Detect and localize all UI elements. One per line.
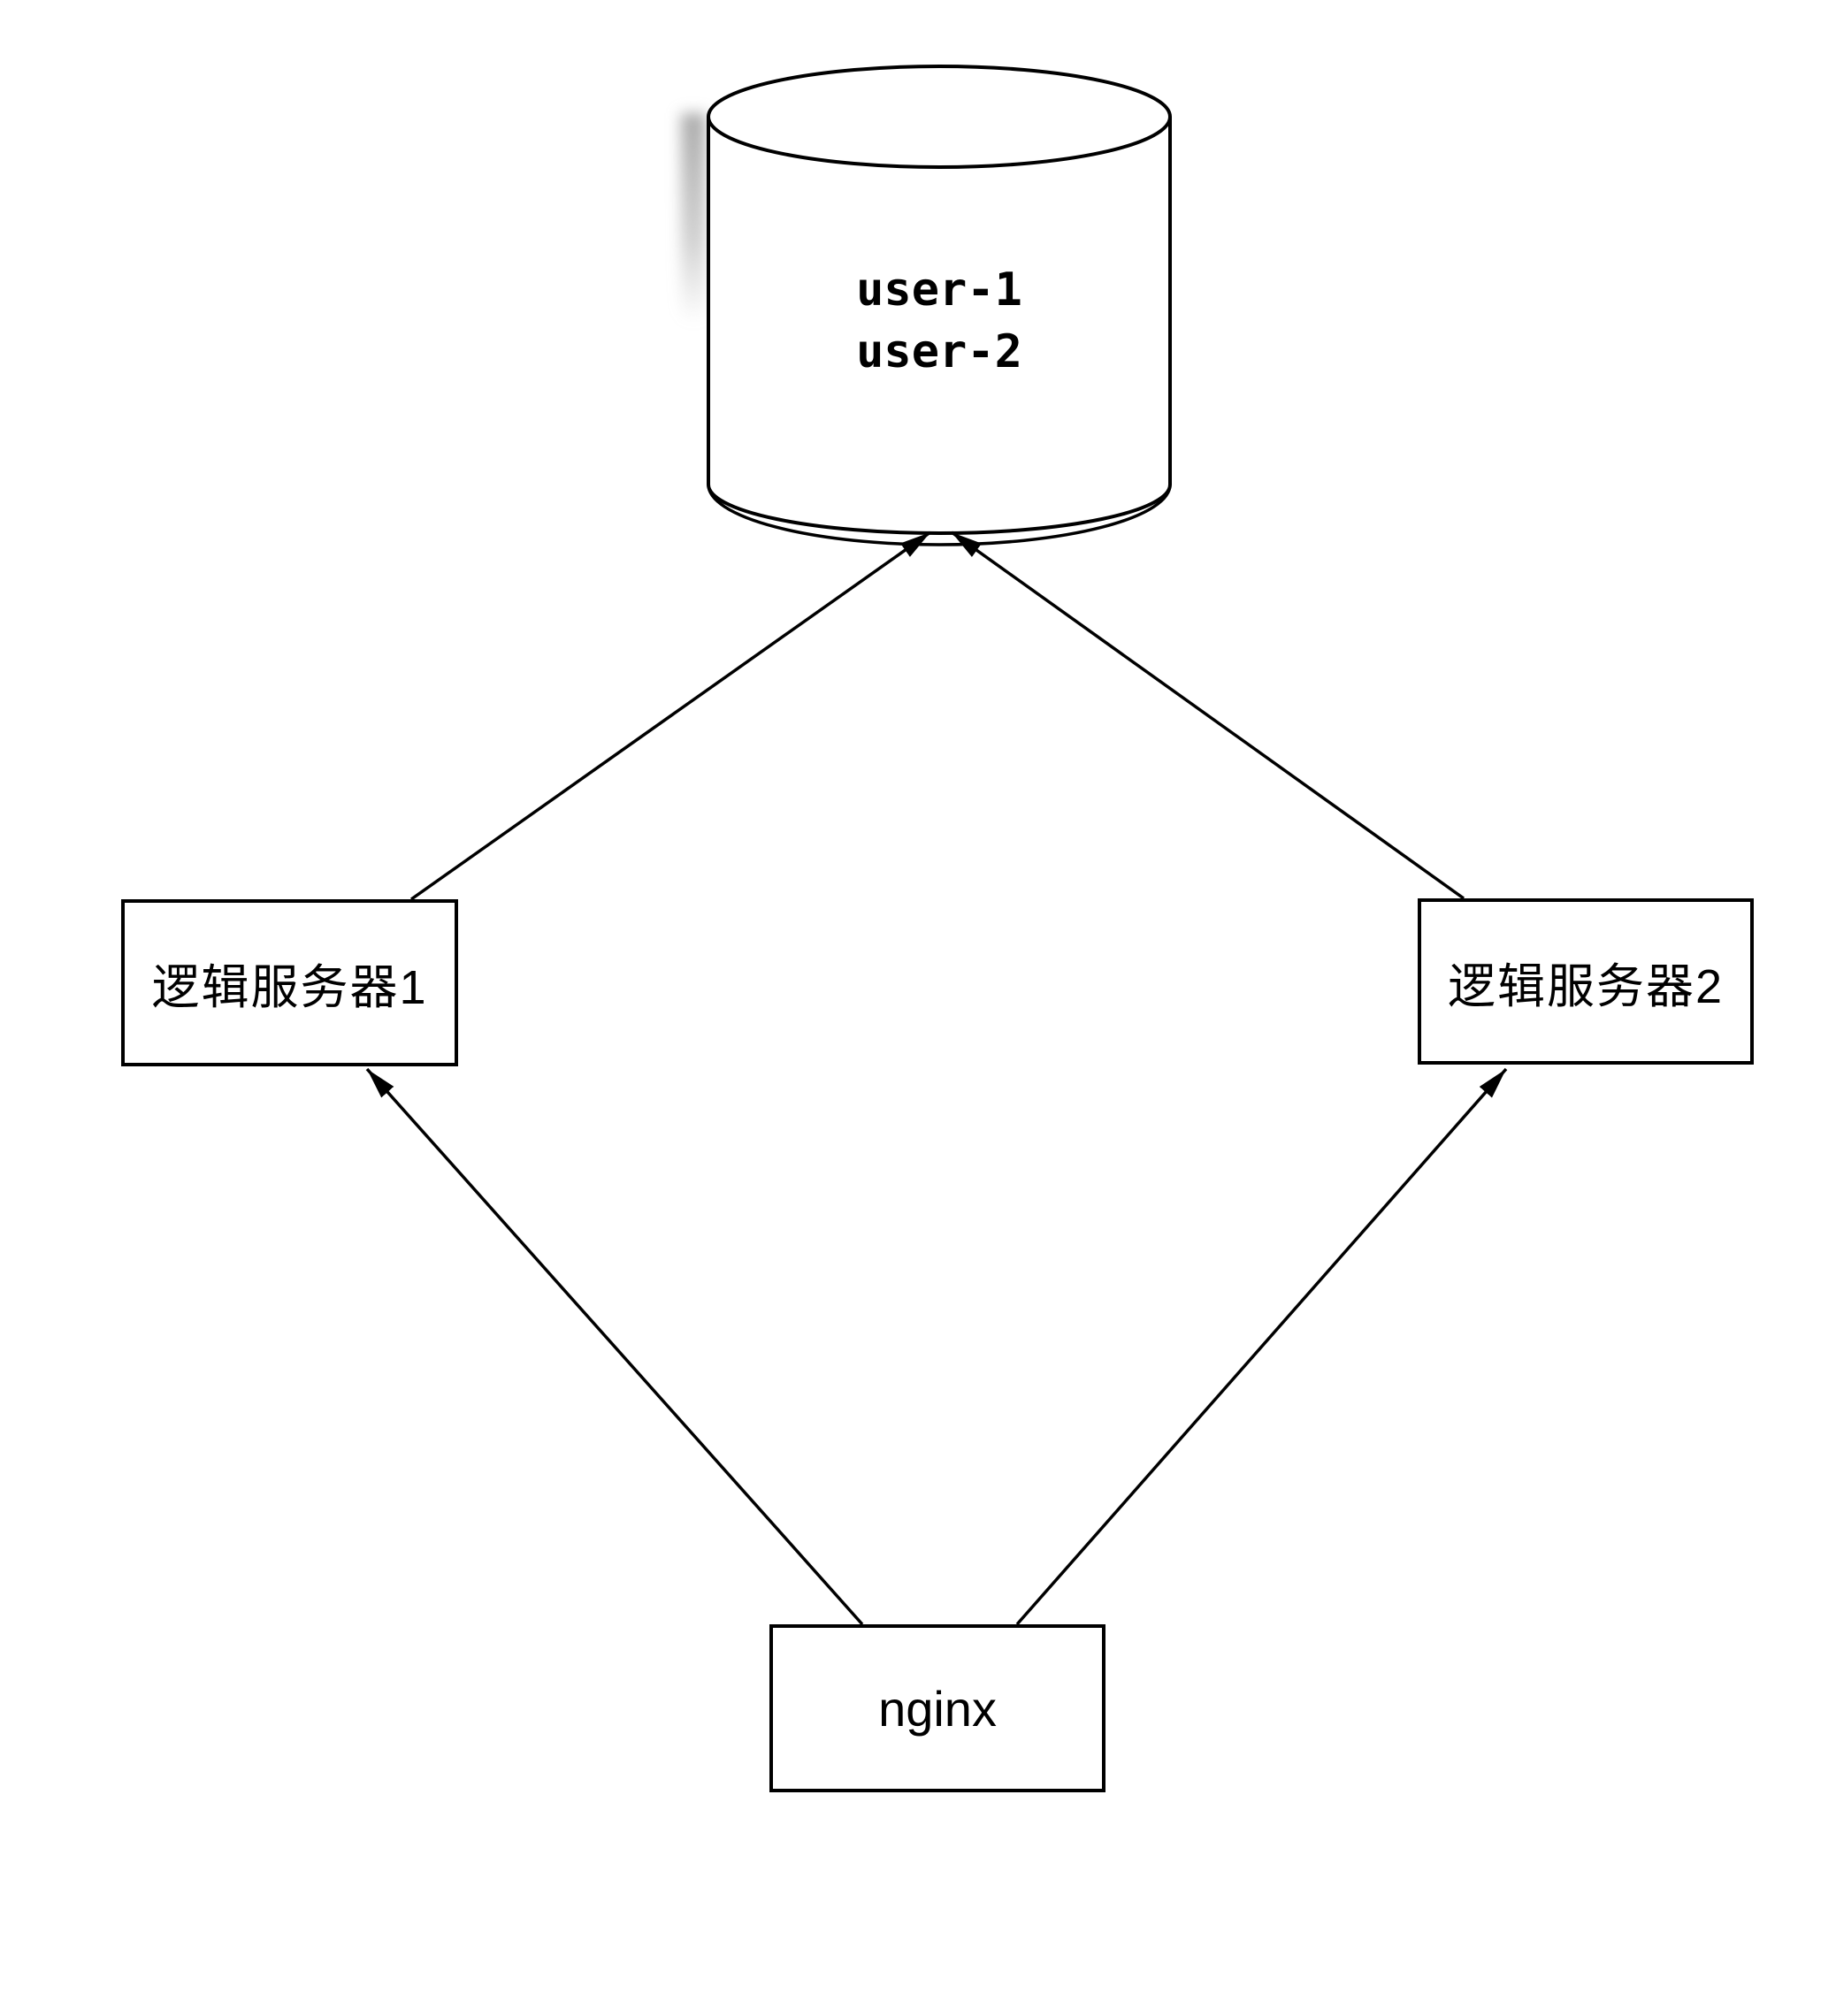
node-nginx-label: nginx bbox=[878, 1680, 997, 1737]
database-cylinder-bottom-double-line bbox=[707, 484, 1172, 546]
node-logic-server-2-label: 逻辑服务器2 bbox=[1447, 959, 1725, 1013]
database-cylinder-body bbox=[707, 117, 1172, 535]
edge-nginx-to-server2 bbox=[1015, 1067, 1508, 1626]
edge-nginx-to-server1 bbox=[365, 1067, 864, 1626]
node-logic-server-1-label: 逻辑服务器1 bbox=[151, 961, 428, 1014]
database-cylinder-top bbox=[707, 65, 1172, 169]
database-label-line-1: user-1 bbox=[856, 263, 1022, 317]
database-label-line-2: user-2 bbox=[856, 325, 1022, 378]
database-node-label: user-1 user-2 bbox=[708, 259, 1170, 383]
edge-server1-to-database bbox=[409, 531, 932, 901]
node-logic-server-2: 逻辑服务器2 bbox=[1418, 898, 1754, 1065]
edge-server2-to-database bbox=[950, 531, 1465, 900]
database-shadow bbox=[681, 113, 706, 324]
node-logic-server-1: 逻辑服务器1 bbox=[121, 899, 458, 1066]
node-nginx: nginx bbox=[769, 1624, 1105, 1792]
